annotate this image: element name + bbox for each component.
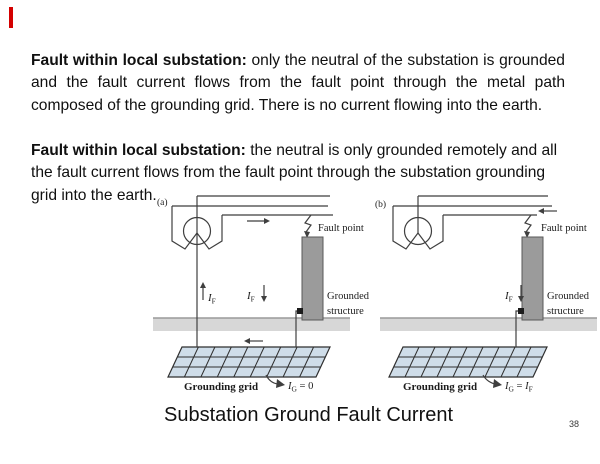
earth-surface-b [380, 318, 597, 331]
grounded-label-b: Grounded [547, 291, 590, 302]
fault-point-label-a: Fault point [318, 223, 364, 234]
connection-dot-a [297, 308, 303, 314]
ig-label-b: IG = IF [504, 381, 533, 394]
grounded-label-a: Grounded [327, 291, 370, 302]
paragraph-2-line-2: the fault current flows from the fault p… [31, 164, 546, 182]
ig-leader-a [265, 374, 285, 388]
paragraph-1-line-2: and the fault current flows from the fau… [31, 74, 565, 92]
connection-dot-b [518, 308, 524, 314]
paragraph-2-line-3: grid into the earth. [31, 186, 157, 204]
fault-bolt-icon-b [524, 214, 532, 238]
paragraph-1-line-1: Fault within local substation: only the … [31, 52, 565, 69]
fault-bolt-icon-a [304, 214, 312, 238]
winding-wire-b [392, 206, 444, 250]
if-label-right-a: IF [246, 290, 255, 304]
if-down-arrow-b [518, 285, 524, 302]
grounded-structure-b [521, 236, 544, 321]
paragraph-1-line-3: composed of the grounding grid. There is… [31, 96, 543, 114]
if-label-b: IF [504, 290, 513, 304]
slide-title: Substation Ground Fault Current [164, 404, 454, 426]
current-arrow-right-a [247, 218, 270, 224]
grid-current-arrow-a [244, 338, 263, 344]
paragraph-1: Fault within local substation: only the … [31, 50, 565, 117]
subfigure-tag-b: (b) [375, 199, 386, 210]
source-symbol-b [403, 216, 433, 246]
red-marker [9, 7, 13, 28]
structure-label-a: structure [327, 306, 364, 317]
grounding-grid-a [167, 346, 331, 378]
paragraph-2: Fault within local substation: the neutr… [31, 140, 565, 207]
paragraph-2-line-1: Fault within local substation: the neutr… [31, 142, 558, 159]
diagram-b: IF IG = IF (b) Fault point Grounded stru… [375, 195, 597, 394]
subfigure-tag-a: (a) [157, 197, 168, 208]
source-symbol-a [182, 216, 212, 246]
winding-wire-a [171, 206, 223, 250]
diagram-a: IF IF IG = 0 (a) Fault point Grounded [153, 195, 370, 394]
paragraph-1-bold: Fault within local substation: [31, 52, 247, 69]
grounding-grid-b [388, 346, 548, 378]
earth-surface-a [153, 318, 350, 331]
grounded-structure-a [301, 236, 324, 321]
grounding-grid-label-a: Grounding grid [184, 381, 258, 393]
grounding-grid-label-b: Grounding grid [403, 381, 477, 393]
if-up-arrow-a [200, 282, 206, 300]
ig-label-a: IG = 0 [287, 381, 313, 394]
structure-label-b: structure [547, 306, 584, 317]
if-label-left-a: IF [207, 292, 216, 306]
if-down-arrow-a [261, 285, 267, 302]
page-number: 38 [569, 419, 580, 429]
fault-point-label-b: Fault point [541, 223, 587, 234]
paragraph-2-bold: Fault within local substation: [31, 142, 246, 159]
ig-leader-b [482, 374, 502, 388]
current-arrow-left-b [538, 208, 557, 214]
